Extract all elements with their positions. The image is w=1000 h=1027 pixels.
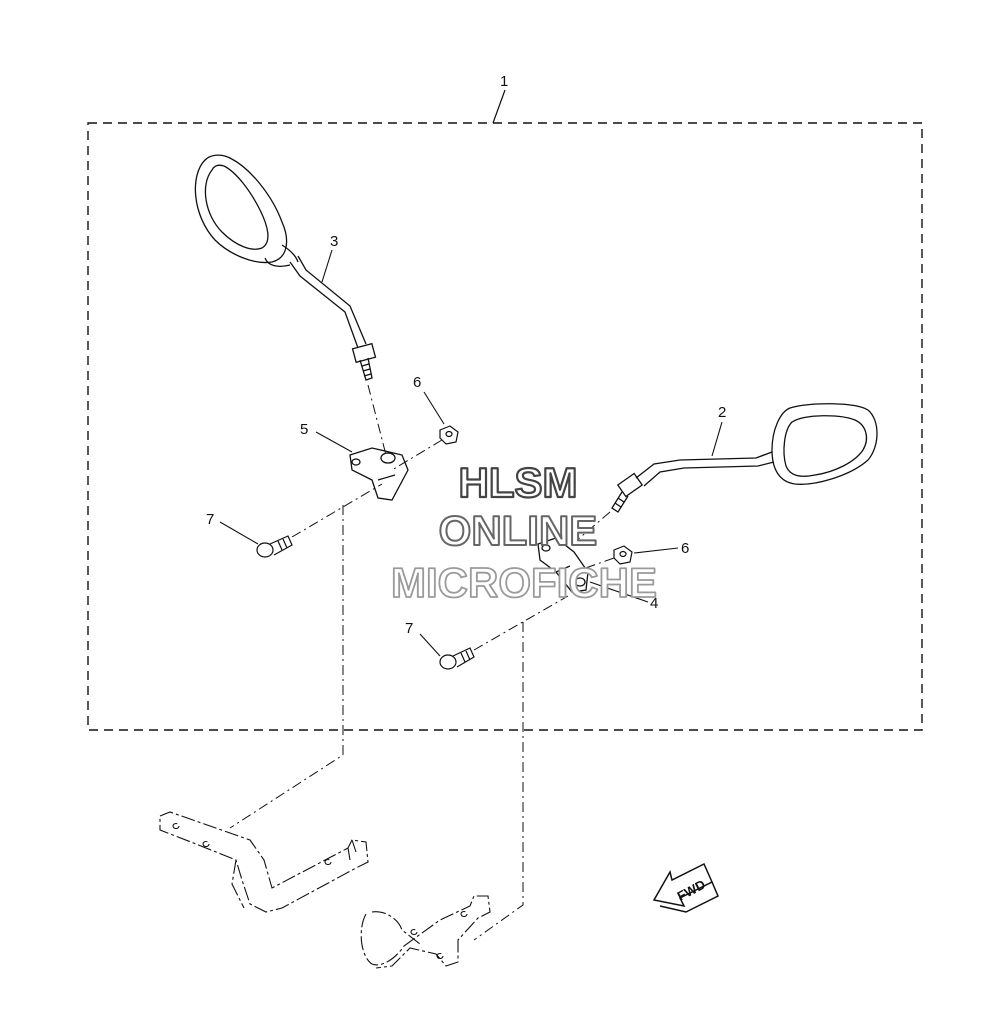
left-mirror-assembly	[194, 154, 377, 381]
watermark-line-2: ONLINE	[439, 507, 598, 554]
kit-boundary-box	[87, 122, 923, 731]
watermark-line-1: HLSM	[459, 459, 578, 506]
callout-6b-label: 6	[681, 540, 689, 557]
callout-6a-label: 6	[413, 374, 421, 391]
callout-7b-label: 7	[405, 620, 413, 637]
left-bolt-centerline	[291, 483, 383, 538]
right-nut-centerline	[579, 557, 615, 571]
callout-3-label: 3	[330, 233, 338, 250]
callout-2-label: 2	[718, 404, 726, 421]
left-nut	[439, 425, 459, 445]
right-mirror-centerline	[567, 511, 611, 549]
callout-2: 2	[711, 404, 726, 457]
left-mirror-centerline	[367, 384, 387, 456]
left-mirror-holder	[349, 447, 409, 501]
left-handlebar-leader	[229, 505, 344, 829]
callout-4: 4	[589, 581, 658, 612]
watermark-line-3: MICROFICHE	[391, 559, 657, 606]
callout-7a-label: 7	[206, 511, 214, 528]
right-bolt	[439, 647, 475, 670]
right-mirror-holder	[537, 537, 589, 593]
watermark: HLSM ONLINE MICROFICHE	[390, 458, 658, 607]
callout-4-label: 4	[650, 595, 658, 612]
callout-6b: 6	[633, 540, 689, 557]
callout-5-label: 5	[300, 421, 308, 438]
callout-7b: 7	[405, 620, 441, 657]
left-handlebar-reference	[159, 811, 369, 913]
callout-1: 1	[492, 73, 508, 124]
right-handlebar-reference	[360, 895, 491, 969]
right-handlebar-leader	[473, 622, 524, 941]
fwd-arrow-icon: FWD	[652, 862, 719, 913]
callout-5: 5	[300, 421, 353, 453]
left-nut-centerline	[391, 439, 443, 471]
callout-7a: 7	[206, 511, 259, 545]
left-bolt	[256, 535, 293, 558]
callout-6a: 6	[413, 374, 445, 425]
callout-1-label: 1	[500, 73, 508, 90]
right-mirror-assembly	[611, 403, 878, 513]
callout-3: 3	[321, 233, 338, 283]
right-bolt-centerline	[473, 595, 569, 651]
